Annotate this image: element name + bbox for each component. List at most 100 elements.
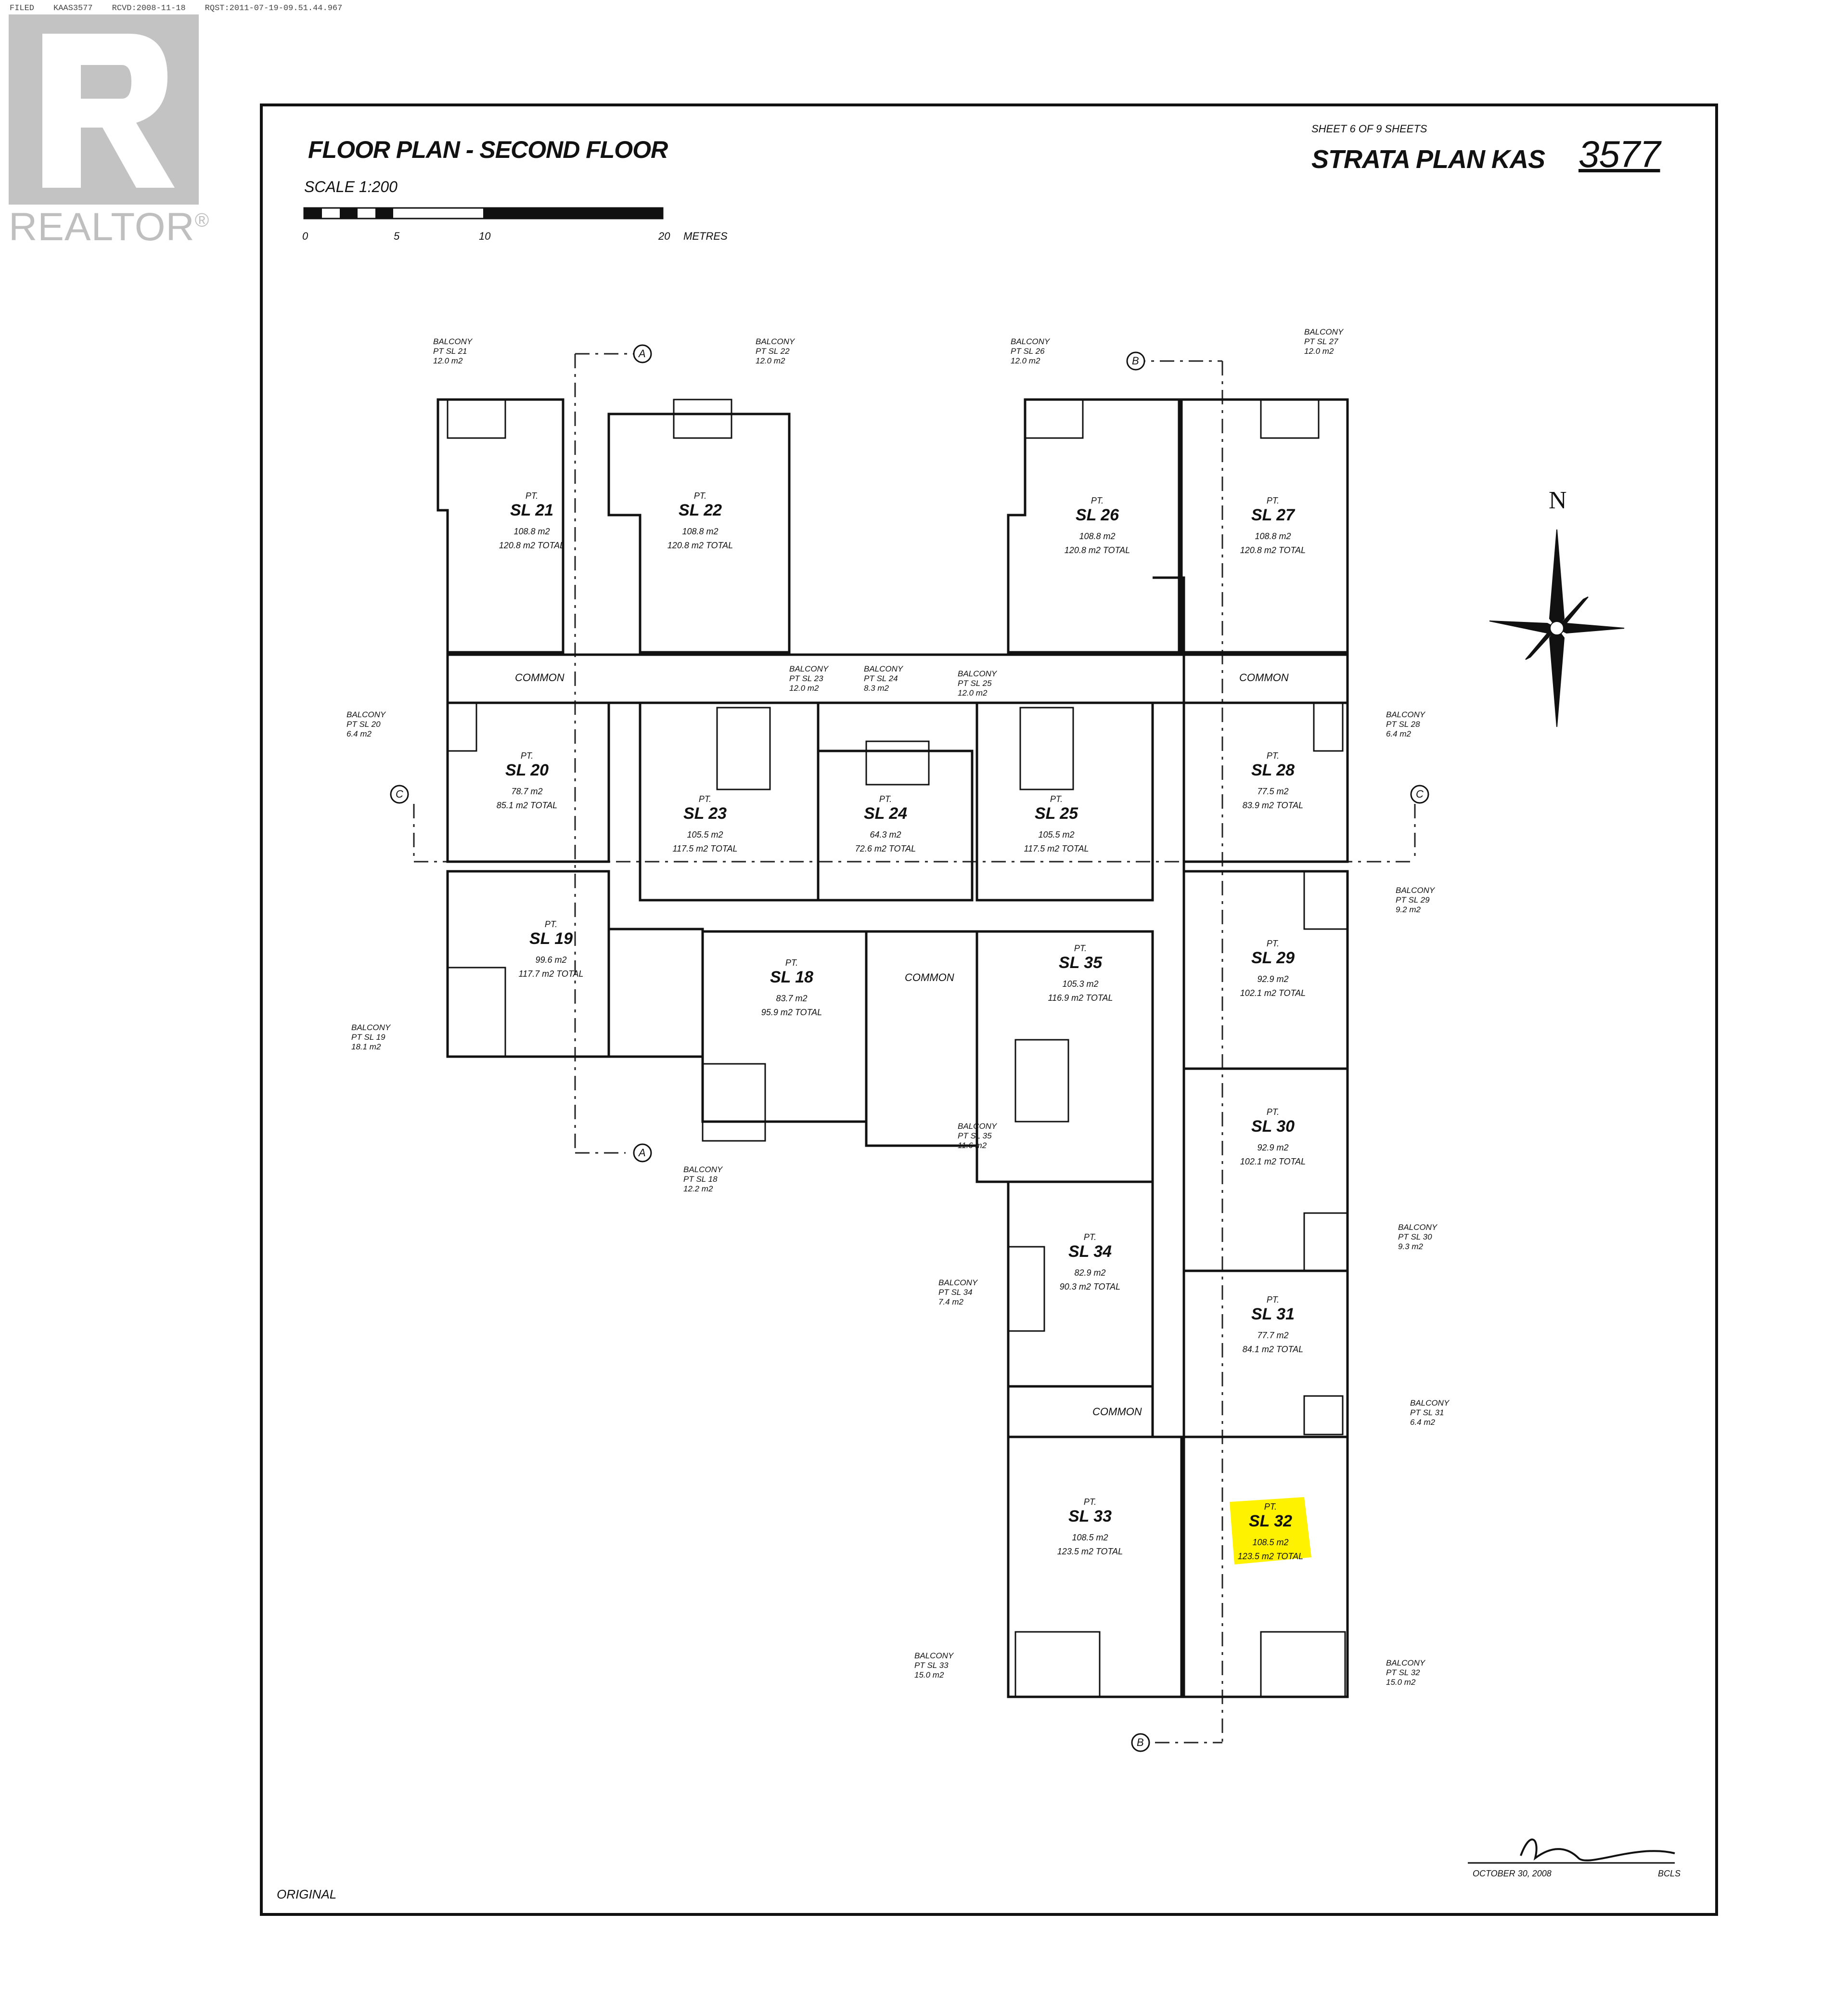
- unit-highlight: [1230, 1497, 1311, 1564]
- balcony-area: 9.2 m2: [1396, 905, 1421, 914]
- unit-pt: PT.: [1050, 794, 1063, 804]
- plan-date: OCTOBER 30, 2008: [1473, 1869, 1552, 1878]
- scale-unit: METRES: [683, 230, 728, 242]
- balcony-title: BALCONY: [756, 337, 795, 346]
- unit-total-area: 83.9 m2 TOTAL: [1242, 801, 1304, 810]
- unit-total-area: 117.7 m2 TOTAL: [518, 969, 584, 979]
- unit-pt: PT.: [1091, 496, 1104, 505]
- plan-frame: [260, 103, 1718, 1916]
- balcony-unit: PT SL 19: [351, 1033, 385, 1042]
- unit-area: 108.8 m2: [1255, 531, 1291, 541]
- balcony-title: BALCONY: [683, 1165, 723, 1174]
- realtor-r-icon: [9, 14, 199, 205]
- balcony-title: BALCONY: [789, 664, 829, 673]
- unit-id: SL 21: [510, 501, 554, 519]
- unit-area: 105.5 m2: [687, 830, 723, 840]
- unit-pt: PT.: [693, 491, 707, 501]
- unit-pt: PT.: [785, 958, 798, 968]
- unit-id: SL 19: [529, 930, 573, 948]
- unit-id: SL 31: [1251, 1305, 1295, 1323]
- unit-id: SL 35: [1058, 954, 1103, 972]
- unit-area: 105.3 m2: [1062, 979, 1099, 989]
- unit-pt: PT.: [879, 794, 892, 804]
- unit-area: 77.7 m2: [1257, 1331, 1289, 1340]
- balcony-area: 18.1 m2: [351, 1042, 381, 1051]
- balcony-area: 15.0 m2: [914, 1670, 944, 1680]
- unit-total-area: 90.3 m2 TOTAL: [1059, 1282, 1121, 1292]
- unit-total-area: 84.1 m2 TOTAL: [1242, 1344, 1304, 1354]
- surveyor-signature: [1520, 1838, 1675, 1861]
- balcony-unit: PT SL 29: [1396, 895, 1430, 905]
- unit-area: 64.3 m2: [870, 830, 901, 840]
- unit-area: 108.5 m2: [1252, 1538, 1289, 1547]
- balcony-area: 7.4 m2: [938, 1297, 963, 1306]
- unit-pt: PT.: [544, 919, 558, 929]
- unit-pt: PT.: [520, 751, 534, 761]
- unit-id: SL 27: [1251, 506, 1295, 524]
- unit-id: SL 33: [1068, 1507, 1112, 1525]
- balcony-area: 15.0 m2: [1386, 1678, 1416, 1687]
- balcony-title: BALCONY: [1011, 337, 1050, 346]
- grid-marker-a: A: [639, 348, 646, 360]
- balcony-area: 12.0 m2: [958, 688, 988, 698]
- realtor-logo: REALTOR®: [9, 14, 211, 249]
- balcony-title: BALCONY: [958, 669, 997, 678]
- north-label: N: [1549, 487, 1567, 514]
- balcony-area: 12.0 m2: [1304, 347, 1334, 356]
- scale-tick-5: 5: [394, 230, 400, 242]
- unit-total-area: 120.8 m2 TOTAL: [1064, 545, 1130, 555]
- filed-status: FILED: [10, 4, 35, 13]
- balcony-title: BALCONY: [351, 1023, 391, 1032]
- grid-marker-c: C: [396, 788, 403, 800]
- common-label: COMMON: [1239, 672, 1289, 684]
- balcony-area: 6.4 m2: [1410, 1418, 1435, 1427]
- unit-area: 105.5 m2: [1038, 830, 1075, 840]
- scale-label: SCALE 1:200: [304, 178, 398, 195]
- grid-marker-c: C: [1416, 788, 1424, 800]
- common-label: COMMON: [515, 672, 565, 684]
- unit-pt: PT.: [1266, 939, 1280, 948]
- unit-total-area: 123.5 m2 TOTAL: [1057, 1547, 1123, 1556]
- balcony-area: 12.0 m2: [433, 356, 463, 365]
- balcony-unit: PT SL 21: [433, 347, 467, 356]
- balcony-unit: PT SL 34: [938, 1288, 973, 1297]
- unit-total-area: 123.5 m2 TOTAL: [1237, 1551, 1304, 1561]
- scale-tick-20: 20: [658, 230, 670, 242]
- balcony-title: BALCONY: [1304, 327, 1344, 336]
- balcony-title: BALCONY: [1386, 1658, 1425, 1667]
- unit-area: 83.7 m2: [776, 994, 808, 1003]
- unit-pt: PT.: [1083, 1232, 1097, 1242]
- balcony-title: BALCONY: [1398, 1223, 1437, 1232]
- north-arrow-icon: [1489, 529, 1625, 727]
- unit-area: 92.9 m2: [1257, 974, 1289, 984]
- balcony-title: BALCONY: [938, 1278, 978, 1287]
- balcony-unit: PT SL 22: [756, 347, 790, 356]
- unit-area: 92.9 m2: [1257, 1143, 1289, 1152]
- unit-pt: PT.: [1266, 1107, 1280, 1117]
- unit-pt: PT.: [1266, 496, 1280, 505]
- balcony-unit: PT SL 23: [789, 674, 823, 683]
- unit-area: 78.7 m2: [511, 787, 543, 796]
- balcony-unit: PT SL 24: [864, 674, 898, 683]
- balcony-unit: PT SL 25: [958, 679, 992, 688]
- balcony-unit: PT SL 33: [914, 1661, 949, 1670]
- unit-area: 77.5 m2: [1257, 787, 1289, 796]
- received-date: RCVD:2008-11-18: [112, 4, 186, 13]
- grid-marker-a: A: [639, 1147, 646, 1159]
- bcls-label: BCLS: [1658, 1869, 1681, 1878]
- request-stamp: RQST:2011-07-19-09.51.44.967: [205, 4, 343, 13]
